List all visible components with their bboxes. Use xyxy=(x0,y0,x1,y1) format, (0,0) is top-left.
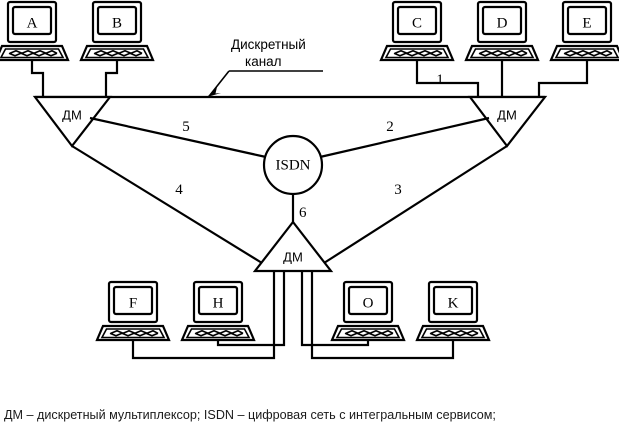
isdn-node-label: ISDN xyxy=(275,157,310,173)
link-4-label: 4 xyxy=(175,182,183,198)
workstation-f: F xyxy=(95,280,171,342)
link-b-to-dm-left xyxy=(104,60,119,97)
link-dm-bottom-to-o xyxy=(300,271,370,347)
workstation-b: B xyxy=(79,0,155,62)
link-5-label: 5 xyxy=(182,119,190,135)
link-3-label: 3 xyxy=(394,182,402,198)
workstation-b-label: B xyxy=(112,15,122,31)
workstation-h: H xyxy=(180,280,256,342)
multiplexer-left-label: ДМ xyxy=(62,107,82,122)
link-6-label: 6 xyxy=(299,205,307,221)
link-a-to-dm-left xyxy=(30,60,45,97)
link-3-line xyxy=(323,145,508,264)
multiplexer-right: ДМ xyxy=(467,95,548,148)
workstation-o: O xyxy=(330,280,406,342)
workstation-a: A xyxy=(0,0,70,62)
workstation-d-label: D xyxy=(497,15,508,31)
workstation-c: C xyxy=(379,0,455,62)
workstation-a-label: A xyxy=(27,15,38,31)
workstation-f-label: F xyxy=(129,295,137,311)
link-c-to-dm-right xyxy=(415,60,480,97)
link-dm-bottom-to-f xyxy=(131,271,276,360)
workstation-c-label: C xyxy=(412,15,422,31)
workstation-e-label: E xyxy=(582,15,591,31)
link-2-line xyxy=(319,116,490,159)
multiplexer-right-label: ДМ xyxy=(497,107,517,122)
multiplexer-bottom: ДМ xyxy=(252,220,334,273)
link-dm-bottom-to-h xyxy=(216,271,286,347)
link-2-label: 2 xyxy=(386,119,394,135)
diagram-caption: ДМ – дискретный мультиплексор; ISDN – ци… xyxy=(4,390,615,435)
multiplexer-bottom-label: ДМ xyxy=(283,249,303,264)
callout-arrow-icon xyxy=(207,87,221,97)
link-1-label: 1 xyxy=(436,72,444,88)
workstation-k-label: K xyxy=(448,295,459,311)
link-e-to-dm-right xyxy=(537,60,589,97)
multiplexer-left: ДМ xyxy=(32,95,113,148)
link-dm-bottom-to-k xyxy=(310,271,455,360)
isdn-node: ISDN xyxy=(262,134,324,196)
workstation-h-label: H xyxy=(213,295,224,311)
link-4-line xyxy=(71,145,263,264)
callout-line-1: Дискретный xyxy=(231,37,306,52)
discrete-channel-callout: Дискретный канал xyxy=(207,37,323,97)
callout-line-2: канал xyxy=(245,54,282,69)
workstation-e: E xyxy=(549,0,619,62)
link-5-line xyxy=(89,116,267,159)
workstation-d: D xyxy=(464,0,540,62)
workstation-o-label: O xyxy=(363,295,374,311)
caption-line-1: ДМ – дискретный мультиплексор; ISDN – ци… xyxy=(4,408,496,422)
workstation-k: K xyxy=(415,280,491,342)
